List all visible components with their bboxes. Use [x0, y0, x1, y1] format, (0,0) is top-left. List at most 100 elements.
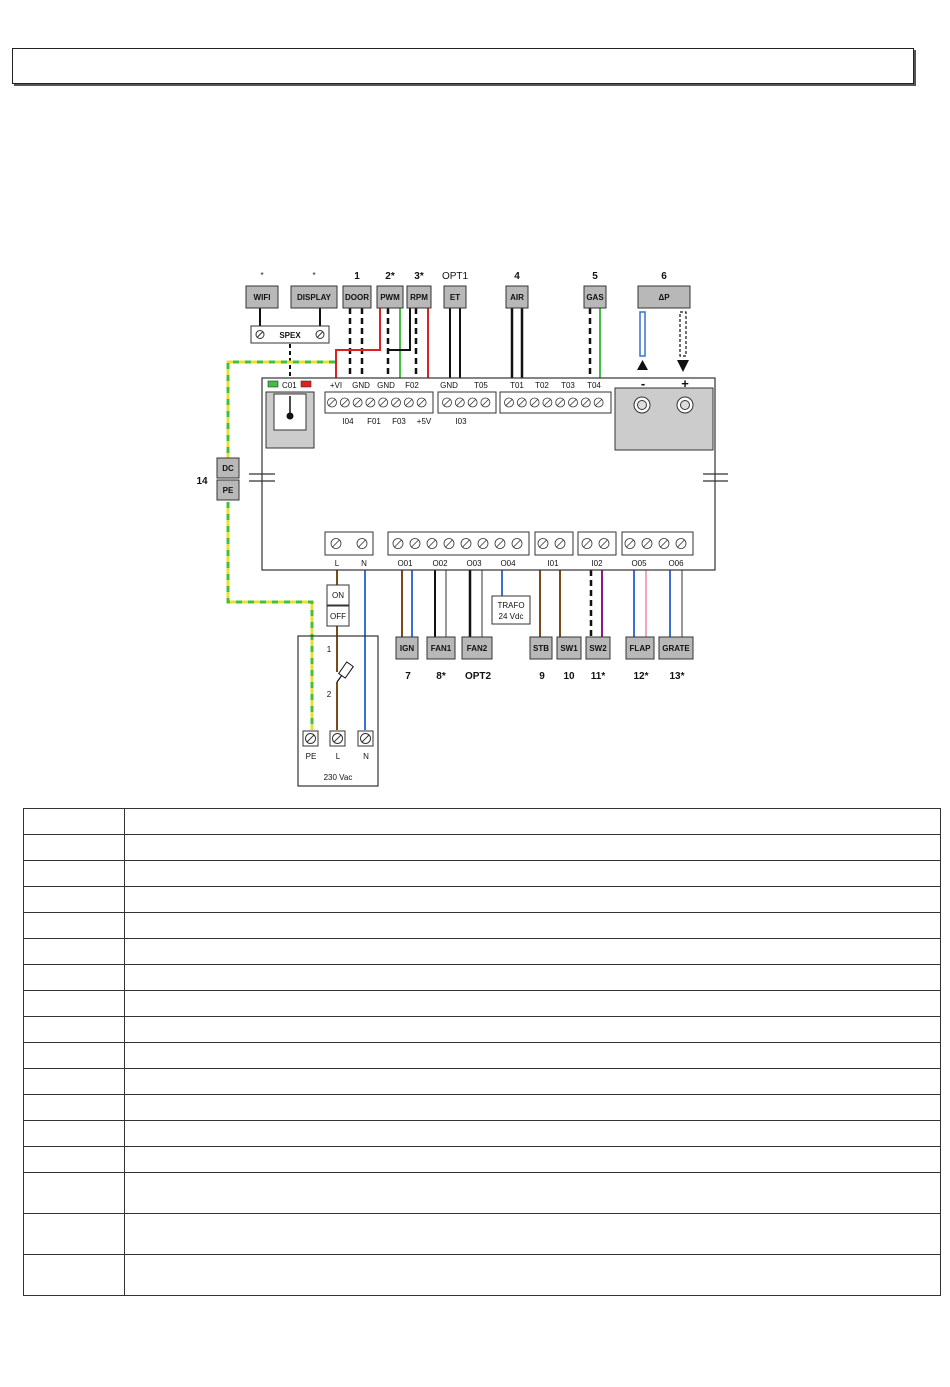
table-cell-description [124, 834, 941, 861]
svg-text:L: L [336, 752, 341, 761]
svg-text:L: L [335, 559, 340, 568]
et-box: ET [450, 293, 460, 302]
screw-slot [394, 539, 402, 548]
screw-slot [626, 539, 634, 548]
svg-text:GND: GND [440, 381, 458, 390]
screw-slot [583, 539, 591, 548]
screw-slot [643, 539, 651, 548]
svg-text:C01: C01 [282, 381, 297, 390]
svg-text:N: N [361, 559, 367, 568]
stb-box: STB [533, 644, 549, 653]
svg-text:F03: F03 [392, 417, 406, 426]
dp-box: ΔP [658, 293, 670, 302]
table-cell-key [23, 1172, 125, 1214]
table-cell-description [124, 860, 941, 887]
table-row [23, 990, 941, 1017]
table-cell-description [124, 1254, 941, 1296]
wiring-diagram: WIFI DISPLAY DOOR PWM RPM ET AIR GAS ΔP … [196, 271, 728, 787]
svg-text:T03: T03 [561, 381, 575, 390]
screw-slot [505, 399, 513, 406]
screw-slot [445, 539, 453, 548]
gas-box: GAS [586, 293, 604, 302]
door-box: DOOR [345, 293, 369, 302]
table-row [23, 1068, 941, 1095]
legend-table [23, 808, 941, 1296]
table-cell-key [23, 964, 125, 991]
table-row [23, 886, 941, 913]
table-cell-key [23, 938, 125, 965]
svg-text:OPT1: OPT1 [442, 271, 469, 282]
screw-slot [332, 539, 340, 548]
svg-text:OFF: OFF [330, 612, 346, 621]
table-row [23, 808, 941, 835]
screw-slot [582, 399, 590, 406]
svg-text:+: + [681, 376, 689, 391]
screw-slot [428, 539, 436, 548]
screw-slot [341, 399, 349, 406]
svg-text:1: 1 [327, 645, 332, 654]
flap-box: FLAP [630, 644, 652, 653]
table-cell-description [124, 990, 941, 1017]
ign-box: IGN [400, 644, 414, 653]
bottom-components: IGN FAN1 FAN2 STB SW1 SW2 FLAP GRATE 7 8… [395, 636, 694, 682]
svg-text:O06: O06 [668, 559, 684, 568]
svg-text:O03: O03 [466, 559, 482, 568]
svg-text:6: 6 [661, 271, 667, 282]
svg-text:13*: 13* [669, 671, 684, 682]
table-cell-key [23, 834, 125, 861]
table-row [23, 912, 941, 939]
table-cell-description [124, 1016, 941, 1043]
bottom-terminals [324, 531, 694, 556]
table-cell-description [124, 1042, 941, 1069]
fan1-box: FAN1 [431, 644, 452, 653]
screw-slot [366, 399, 374, 406]
screw-slot [411, 539, 419, 548]
screw-slot [392, 399, 400, 406]
table-row [23, 1146, 941, 1173]
screw-slot [479, 539, 487, 548]
table-cell-key [23, 990, 125, 1017]
svg-text:10: 10 [563, 671, 575, 682]
table-cell-description [124, 1213, 941, 1255]
bottom-terminal-labels: L N O01 O02 O03 O04 I01 I02 O05 O06 [335, 559, 684, 568]
screw-slot [469, 399, 477, 406]
table-cell-key [23, 1146, 125, 1173]
svg-text:OPT2: OPT2 [465, 671, 492, 682]
svg-text:N: N [363, 752, 369, 761]
top-terminals [324, 387, 714, 451]
table-cell-key [23, 1120, 125, 1147]
screw-slot [358, 539, 366, 548]
svg-text:O05: O05 [631, 559, 647, 568]
screw-slot [531, 399, 539, 406]
screw-slot [443, 399, 451, 406]
screw-slot [328, 399, 336, 406]
svg-text:T02: T02 [535, 381, 549, 390]
table-cell-description [124, 1068, 941, 1095]
svg-text:O02: O02 [432, 559, 448, 568]
wifi-box: WIFI [254, 293, 271, 302]
screw-slot [569, 399, 577, 406]
svg-text:2*: 2* [385, 271, 395, 282]
grate-box: GRATE [662, 644, 690, 653]
screw-slot [556, 539, 564, 548]
table-cell-key [23, 1068, 125, 1095]
svg-text:T05: T05 [474, 381, 488, 390]
svg-text:14: 14 [196, 476, 208, 487]
pwm-box: PWM [380, 293, 400, 302]
table-cell-description [124, 938, 941, 965]
screw-slot [518, 399, 526, 406]
spex-block: SPEX [250, 325, 330, 344]
svg-text:DC: DC [222, 464, 234, 473]
table-row [23, 1120, 941, 1147]
display-box: DISPLAY [297, 293, 332, 302]
top-components: WIFI DISPLAY DOOR PWM RPM ET AIR GAS ΔP … [245, 271, 691, 309]
screw-slot [481, 399, 489, 406]
table-cell-description [124, 1120, 941, 1147]
screw-slot [600, 539, 608, 548]
table-cell-key [23, 1042, 125, 1069]
screw-slot [677, 539, 685, 548]
screw-slot [354, 399, 362, 406]
svg-text:*: * [260, 271, 263, 280]
svg-text:*: * [312, 271, 315, 280]
svg-text:T04: T04 [587, 381, 601, 390]
